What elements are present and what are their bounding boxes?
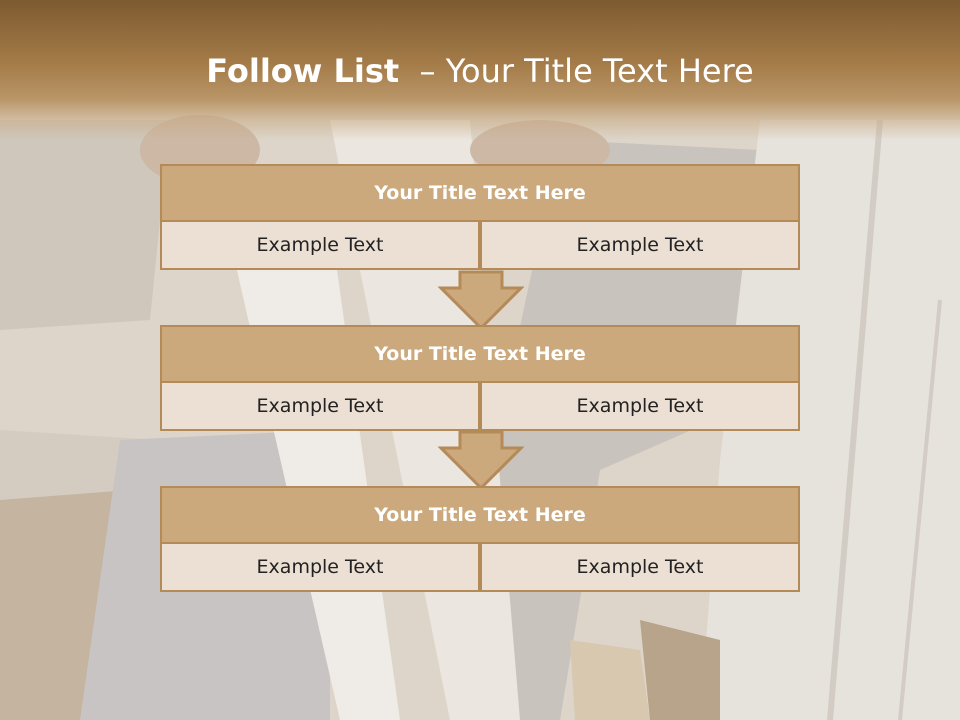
step-right-text: Example Text	[480, 220, 800, 270]
page-title: Follow List – Your Title Text Here	[0, 52, 960, 90]
step-title: Your Title Text Here	[160, 325, 800, 383]
step-title: Your Title Text Here	[160, 486, 800, 544]
step-box-2: Your Title Text Here Example Text Exampl…	[160, 325, 800, 431]
title-bold: Follow List	[206, 52, 400, 90]
step-left-text: Example Text	[160, 542, 480, 592]
step-title: Your Title Text Here	[160, 164, 800, 222]
down-arrow-icon	[438, 270, 524, 331]
step-left-text: Example Text	[160, 220, 480, 270]
down-arrow-icon	[438, 430, 524, 491]
step-left-text: Example Text	[160, 381, 480, 431]
step-right-text: Example Text	[480, 542, 800, 592]
title-rest: – Your Title Text Here	[419, 52, 754, 90]
step-box-3: Your Title Text Here Example Text Exampl…	[160, 486, 800, 592]
header-band	[0, 0, 960, 140]
step-box-1: Your Title Text Here Example Text Exampl…	[160, 164, 800, 270]
step-right-text: Example Text	[480, 381, 800, 431]
